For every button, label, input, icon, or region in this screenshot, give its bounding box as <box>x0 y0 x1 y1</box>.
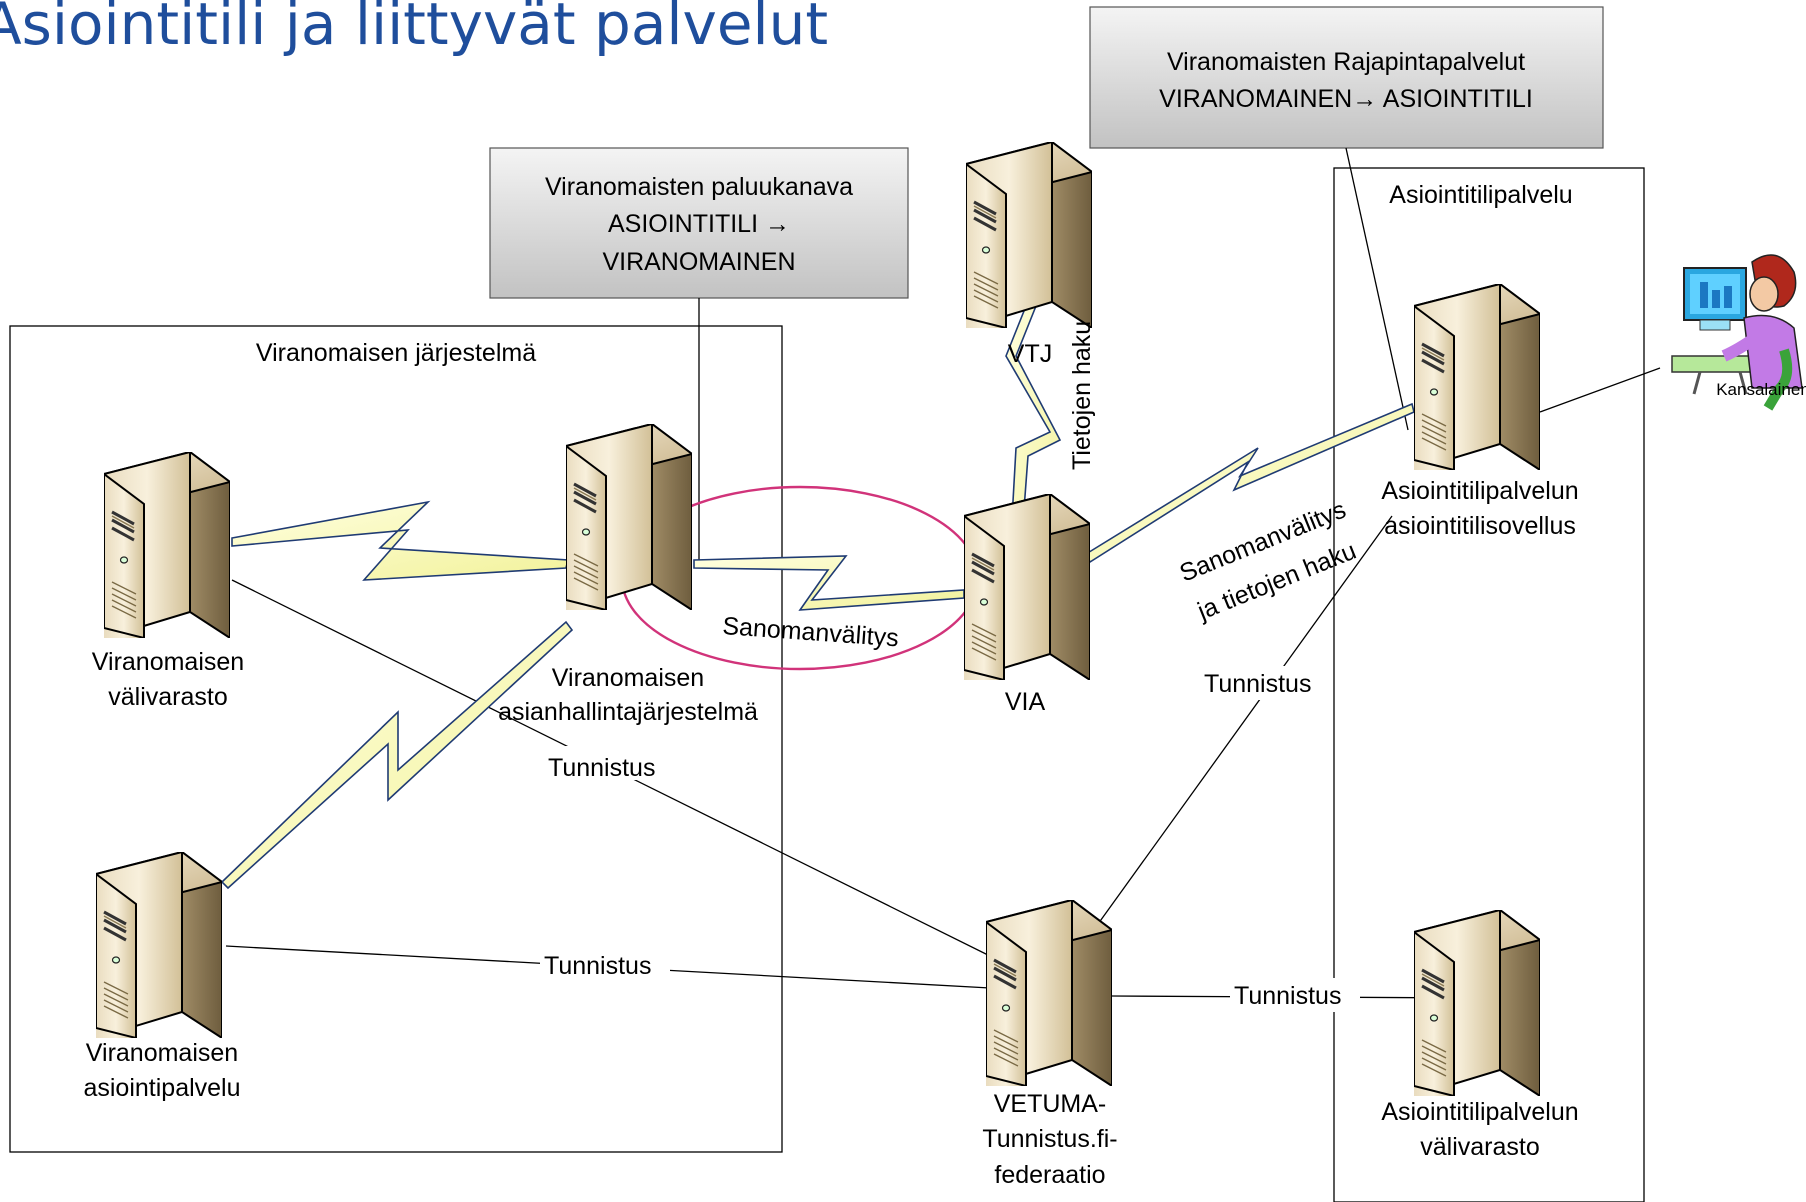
paluukanava-line3: VIRANOMAINEN <box>602 248 795 276</box>
tunnistus-label-2: Tunnistus <box>544 952 651 980</box>
server-asiointipalvelu[interactable] <box>96 852 222 1038</box>
tietojen-haku-label: Tietojen haku <box>1068 321 1096 470</box>
viranomainen-group-box <box>9 325 783 1153</box>
vetuma-asiointisovellus-line <box>1097 515 1393 925</box>
rajapinta-callout: Viranomaisten Rajapintapalvelut VIRANOMA… <box>1089 6 1604 149</box>
asianhallinta-label-2: asianhallintajärjestelmä <box>498 698 758 726</box>
paluukanava-line1: Viranomaisten paluukanava <box>545 173 853 201</box>
via-label: VIA <box>1005 688 1046 716</box>
bolt-asianhallinta-via <box>693 555 965 611</box>
asiointivalivarasto-label-2: välivarasto <box>1420 1133 1540 1161</box>
vetuma-label-2: Tunnistus.fi- <box>982 1125 1117 1153</box>
rajapinta-line2: VIRANOMAINEN→ ASIOINTITILI <box>1159 85 1533 113</box>
server-via[interactable] <box>964 494 1090 680</box>
server-vtj[interactable] <box>966 142 1092 328</box>
vetuma-label-3: federaatio <box>994 1161 1105 1189</box>
tunnistus-label-4: Tunnistus <box>1234 982 1341 1010</box>
bolt-asiointipalvelu-asianhallinta <box>220 620 574 890</box>
kansalainen-asiointisovellus-line <box>1539 367 1661 413</box>
asianhallinta-label-1: Viranomaisen <box>552 664 704 692</box>
paluukanava-callout: Viranomaisten paluukanava ASIOINTITILI →… <box>489 147 909 299</box>
sanomanvalitys-label: Sanomanvälitys <box>722 612 900 652</box>
asiointivalivarasto-label-1: Asiointitilipalvelun <box>1381 1098 1578 1126</box>
kansalainen-label: Kansalainen <box>1716 380 1806 399</box>
valivarasto-label-2: välivarasto <box>108 683 228 711</box>
server-asianhallinta[interactable] <box>566 424 692 610</box>
asiointisovellus-label-2: asiointitilisovellus <box>1384 512 1576 540</box>
vetuma-label-1: VETUMA- <box>994 1090 1107 1118</box>
page-title: Asiointitili ja liittyvät palvelut <box>0 0 828 58</box>
kansalainen-user-icon[interactable] <box>1671 254 1803 411</box>
asiointisovellus-label-1: Asiointitilipalvelun <box>1381 477 1578 505</box>
valivarasto-label-1: Viranomaisen <box>92 648 244 676</box>
tunnistus-label-3: Tunnistus <box>1204 670 1311 698</box>
bolt-valivarasto-asianhallinta <box>231 500 570 581</box>
server-asiointisovellus[interactable] <box>1414 284 1540 470</box>
vtj-label: VTJ <box>1008 340 1052 368</box>
tunnistus-label-1: Tunnistus <box>548 754 655 782</box>
asiointitilipalvelu-group-label: Asiointitilipalvelu <box>1389 181 1572 209</box>
asiointitilipalvelu-group-box <box>1333 167 1645 1202</box>
server-vetuma[interactable] <box>986 900 1112 1086</box>
viranomainen-group-label: Viranomaisen järjestelmä <box>256 339 536 367</box>
server-asiointivalivarasto[interactable] <box>1414 910 1540 1096</box>
rajapinta-connector <box>1345 147 1409 431</box>
rajapinta-line1: Viranomaisten Rajapintapalvelut <box>1167 48 1525 76</box>
asiointipalvelu-label-1: Viranomaisen <box>86 1039 238 1067</box>
asiointipalvelu-label-2: asiointipalvelu <box>83 1074 240 1102</box>
paluukanava-line2: ASIOINTITILI → <box>608 210 790 238</box>
server-valivarasto[interactable] <box>104 452 230 638</box>
